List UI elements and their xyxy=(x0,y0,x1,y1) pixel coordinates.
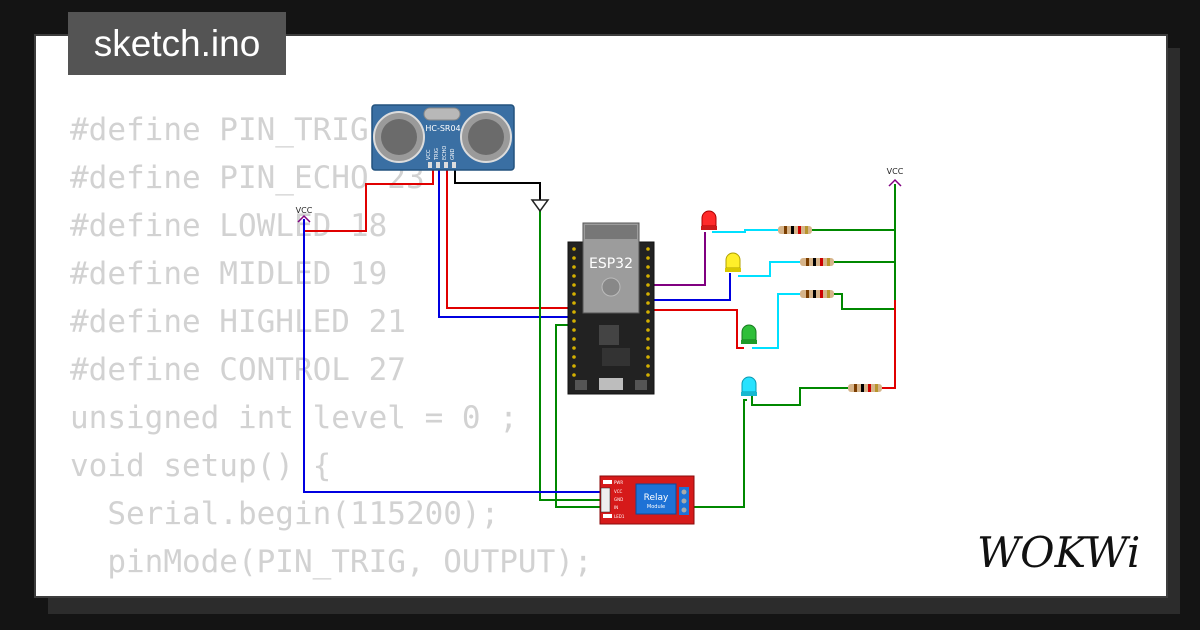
wire-black-gnd xyxy=(454,165,541,200)
resistor-4[interactable] xyxy=(848,384,882,392)
wire-green-relay-out xyxy=(690,399,747,508)
code-line: #define LOWLED 18 xyxy=(70,208,388,244)
relay-sublabel: Module xyxy=(647,504,665,510)
code-line: #define HIGHLED 21 xyxy=(70,304,406,340)
code-line: pinMode(PIN_ECHO, INPUT); xyxy=(70,586,593,596)
wire-red-vcc-blue xyxy=(882,300,896,389)
vcc-label: VCC xyxy=(887,167,904,176)
code-line: void setup() { xyxy=(70,448,332,484)
led-cyan[interactable] xyxy=(741,376,757,396)
wire-cyan-1 xyxy=(712,229,778,233)
led-green[interactable] xyxy=(741,324,757,344)
pin-label: VCC xyxy=(426,149,432,160)
ground-symbol xyxy=(530,199,550,213)
wire-green-led-blue xyxy=(751,387,848,406)
resistor-3[interactable] xyxy=(800,290,834,298)
wire-cyan-3 xyxy=(752,293,800,349)
esp32-pins xyxy=(572,247,650,377)
code-line: #define MIDLED 19 xyxy=(70,256,388,292)
wire-purple-led-red xyxy=(652,232,706,286)
wire-red-ultrasonic-vcc xyxy=(303,165,434,232)
relay-pin-label: GND xyxy=(614,497,623,502)
vcc-symbol-left: VCC xyxy=(296,206,313,223)
code-line: #define CONTROL 27 xyxy=(70,352,406,388)
wires xyxy=(303,165,896,508)
wire-green-vcc-3 xyxy=(834,230,896,310)
wire-cyan-2 xyxy=(738,261,800,277)
code-line: unsigned int level = 0 ; xyxy=(70,400,518,436)
code-background: #define PIN_TRIG 5#define PIN_ECHO 23#de… xyxy=(70,106,593,596)
relay-pin-label: VCC xyxy=(614,489,623,494)
wire-blue-echo xyxy=(438,165,571,318)
relay-label: Relay xyxy=(644,493,669,503)
pin-label: ECHO xyxy=(442,146,448,160)
wire-green-gnd-1 xyxy=(539,200,604,501)
relay-pin-label: IN xyxy=(614,505,618,510)
esp32-label: ESP32 xyxy=(589,256,633,272)
logo-text: WOKWi xyxy=(977,528,1140,577)
wire-green-gnd-2 xyxy=(555,324,604,508)
sketch-filename-title: sketch.ino xyxy=(68,12,286,75)
relay-status-label: PWR xyxy=(614,480,623,485)
code-line: pinMode(PIN_TRIG, OUTPUT); xyxy=(70,544,593,580)
wokwi-logo: WOKWi xyxy=(977,528,1140,577)
code-line: Serial.begin(115200); xyxy=(70,496,500,532)
esp32-board[interactable]: ESP32 xyxy=(567,222,655,395)
resistor-2[interactable] xyxy=(800,258,834,266)
vcc-symbol-right: VCC xyxy=(887,167,904,187)
wire-blue-led-yellow xyxy=(652,273,731,301)
vcc-label: VCC xyxy=(296,206,313,215)
pin-label: TRIG xyxy=(434,148,440,161)
wire-red-led-green xyxy=(652,309,744,349)
led-red[interactable] xyxy=(701,210,717,230)
pin-label: GND xyxy=(450,148,456,160)
wire-blue-relay-vcc xyxy=(303,219,604,493)
wire-green-vcc-1 xyxy=(812,184,896,231)
ultrasonic-sensor[interactable]: HC-SR04 VCC TRIG ECHO GND xyxy=(371,104,515,171)
wire-red-trig xyxy=(446,165,571,309)
relay-status-label: LED1 xyxy=(614,514,625,519)
resistor-1[interactable] xyxy=(778,226,812,234)
relay-module[interactable]: Relay Module PWR VCC GND IN LED1 xyxy=(599,475,695,525)
ultrasonic-label: HC-SR04 xyxy=(425,124,460,133)
led-yellow[interactable] xyxy=(725,252,741,272)
